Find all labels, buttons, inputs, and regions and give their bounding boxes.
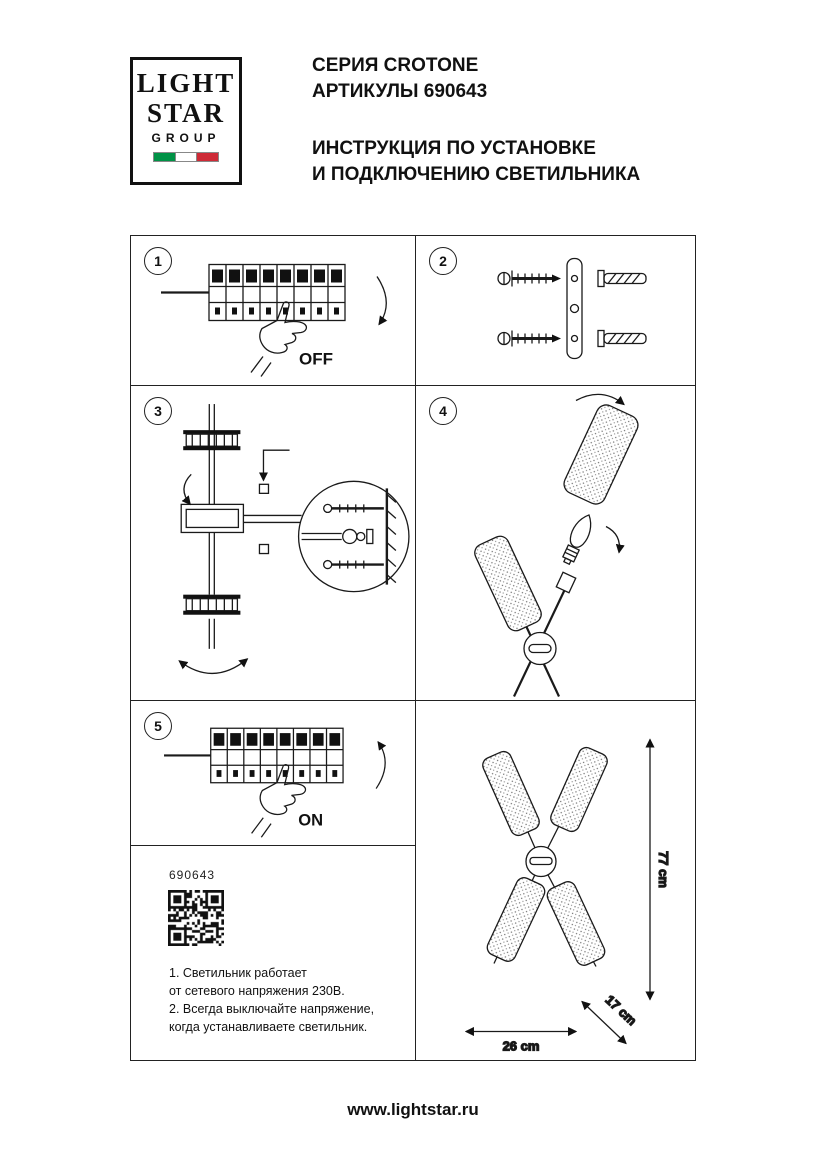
panel-step-1: 1 (131, 236, 416, 386)
shade-edge-top (183, 430, 241, 451)
panel-step-2: 2 (416, 236, 695, 386)
dimension-depth: 17 cm (581, 991, 640, 1045)
set-screw-bottom (258, 543, 270, 555)
logo-word-light: LIGHT (136, 68, 236, 98)
website-url: www.lightstar.ru (347, 1100, 479, 1119)
canopy-front (523, 631, 557, 666)
mounting-plate (566, 257, 583, 360)
switch-on-arrow (375, 740, 387, 789)
step-number-4: 4 (429, 397, 457, 425)
breaker-on-illustration: ON (164, 727, 387, 838)
panel-step-4: 4 (416, 386, 695, 701)
step-number-3: 3 (144, 397, 172, 425)
detail-screw-top (323, 503, 384, 514)
step-number-1: 1 (144, 247, 172, 275)
on-label: ON (298, 811, 323, 830)
shade-edge-bottom (183, 594, 241, 615)
rotate-bulb-arrow (605, 525, 625, 554)
assembly-illustration (178, 404, 410, 675)
shade-upper-right (550, 746, 608, 833)
italian-flag-icon (153, 152, 220, 162)
off-label: OFF (299, 350, 333, 369)
lampshade-attached (474, 535, 542, 632)
panel-info: 690643 1. Светильник работает от сетевог… (131, 846, 416, 1060)
rotate-shade-arrow (575, 393, 625, 406)
circuit-breaker (161, 263, 346, 322)
wall-anchor-top (597, 269, 647, 288)
swing-arrow (178, 658, 249, 675)
dim-height-label: 77 cm (656, 851, 671, 888)
title-line-1: ИНСТРУКЦИЯ ПО УСТАНОВКЕ (312, 138, 596, 159)
panel-dimensions: 77 cm 26 cm 17 cm (416, 701, 695, 1060)
rotate-arrow (181, 473, 192, 506)
notes-block: 1. Светильник работает от сетевого напря… (169, 964, 404, 1036)
header-text: СЕРИЯ CROTONE АРТИКУЛЫ 690643 ИНСТРУКЦИЯ… (312, 53, 732, 188)
set-screw-top (258, 483, 270, 494)
dimension-height: 77 cm (645, 738, 672, 1001)
lampshade-detached (563, 404, 639, 505)
fixture-body (180, 404, 302, 649)
dim-depth-label: 17 cm (602, 992, 639, 1028)
mounting-illustration (497, 257, 647, 360)
qr-code (168, 890, 224, 946)
breaker-toggles (213, 733, 341, 777)
shade-lower-left (486, 877, 546, 962)
note-line: 1. Светильник работает (169, 966, 307, 980)
breaker-off-illustration: OFF (161, 263, 388, 377)
canopy (180, 503, 245, 534)
pointing-hand-icon (251, 764, 307, 838)
lightstar-logo: LIGHT STAR GROUP (130, 57, 242, 185)
detail-screw-bottom (323, 559, 384, 570)
insert-arrow (258, 449, 290, 482)
screw-bottom (497, 330, 561, 347)
circuit-breaker (164, 727, 344, 784)
flag-stripe-red (197, 152, 220, 162)
note-line: когда устанавливаете светильник. (169, 1020, 368, 1034)
bulb-socket (555, 571, 577, 594)
canopy-front (525, 845, 557, 878)
note-line: 2. Всегда выключайте напряжение, (169, 1002, 375, 1016)
logo-word-star: STAR (146, 98, 226, 128)
final-fixture-illustration: 77 cm 26 cm 17 cm (464, 738, 672, 1054)
articles-line: АРТИКУЛЫ 690643 (312, 81, 488, 102)
dim-width-label: 26 cm (503, 1039, 540, 1054)
wall-anchor-bottom (597, 329, 647, 348)
step-number-2: 2 (429, 247, 457, 275)
shade-bulb-illustration (474, 393, 639, 697)
article-number: 690643 (169, 868, 216, 882)
breaker-toggles (212, 269, 342, 315)
switch-off-arrow (376, 276, 388, 326)
pointing-hand-icon (250, 301, 308, 377)
logo-word-group: GROUP (151, 131, 221, 145)
note-line: от сетевого напряжения 230В. (169, 984, 345, 998)
screw-top (497, 270, 561, 287)
panel-step-3: 3 (131, 386, 416, 701)
shade-upper-left (482, 750, 540, 837)
series-line: СЕРИЯ CROTONE (312, 55, 479, 76)
candle-bulb (561, 514, 592, 566)
panel-step-5: 5 (131, 701, 416, 846)
flag-stripe-white (175, 152, 198, 162)
detail-circle (297, 480, 410, 593)
shade-lower-right (546, 881, 606, 966)
instruction-grid: 1 (130, 235, 696, 1061)
step-number-5: 5 (144, 712, 172, 740)
flag-stripe-green (153, 152, 176, 162)
dimension-width: 26 cm (464, 1026, 578, 1054)
title-line-2: И ПОДКЛЮЧЕНИЮ СВЕТИЛЬНИКА (312, 164, 641, 185)
